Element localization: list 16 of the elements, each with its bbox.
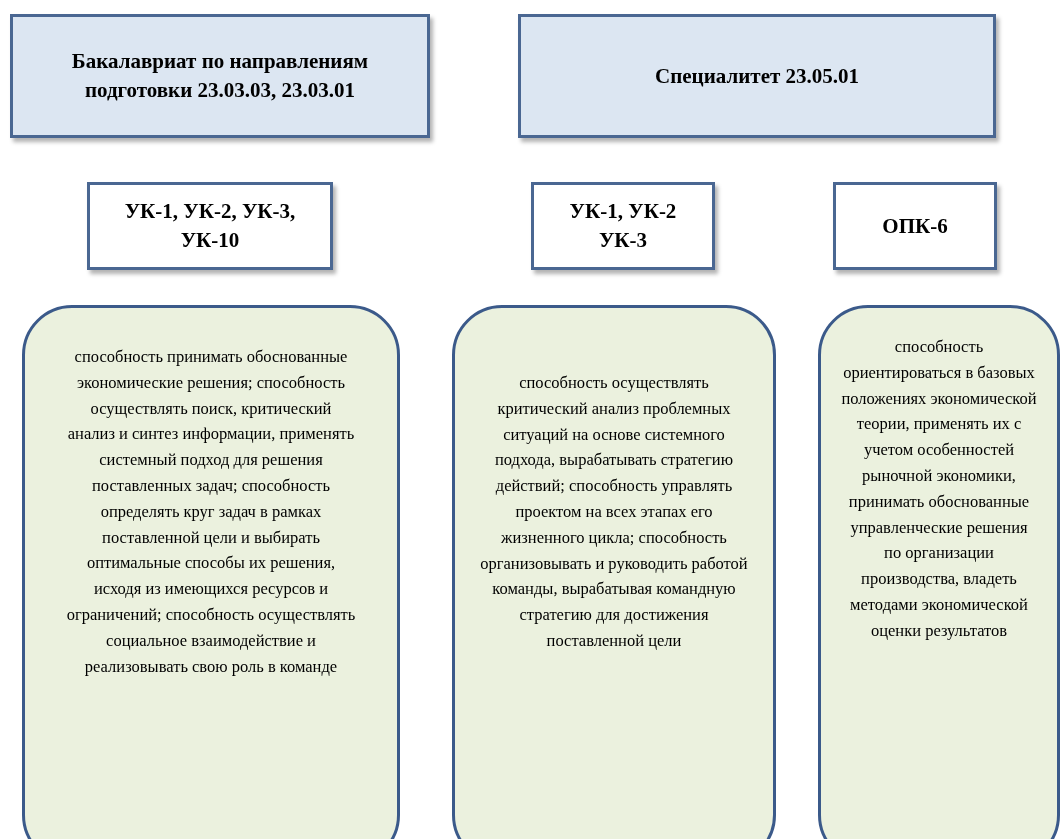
competence-description: способность ориентироваться в базовых положениях экономической теории, применять их с учетом особенностей рыночной экономики, принимать обоснованные управленческие решения по организации производства, владеть методами экономической оценки результатов — [841, 336, 1037, 642]
competence-box — [531, 182, 715, 270]
competence-codes: УК-1, УК-2 УК-3 — [568, 198, 678, 254]
program-title: Бакалавриат по направлениям подготовки 23.03.03, 23.03.01 — [70, 48, 370, 104]
competence-box — [87, 182, 333, 270]
description-box — [22, 305, 400, 839]
description-box — [452, 305, 776, 839]
competence-codes: ОПК-6 — [881, 212, 949, 240]
description-box — [818, 305, 1060, 839]
program-box — [10, 14, 430, 138]
competence-codes: УК-1, УК-2, УК-3, УК-10 — [123, 198, 297, 254]
competence-box — [833, 182, 997, 270]
program-title: Специалитет 23.05.01 — [653, 62, 861, 90]
program-box — [518, 14, 996, 138]
competence-description: способность осуществлять критический анализ проблемных ситуаций на основе системного подхода, вырабатывать стратегию действий; способность управлять проектом на всех этапах его жизненного цикла; способность организовывать и руководить работой команды, вырабатывая командную стратегию для достижения поставленной цели — [479, 372, 749, 652]
competence-description: способность принимать обоснованные экономические решения; способность осуществлять поиск, критический анализ и синтез информации, применять системный подход для решения поставленных задач; способность определять круг задач в рамках поставленной цели и выбирать оптимальные способы их решения, исходя из имеющихся ресурсов и ограничений; способность осуществлять социальное взаимодействие и реализовывать свою роль в команде — [66, 346, 356, 678]
